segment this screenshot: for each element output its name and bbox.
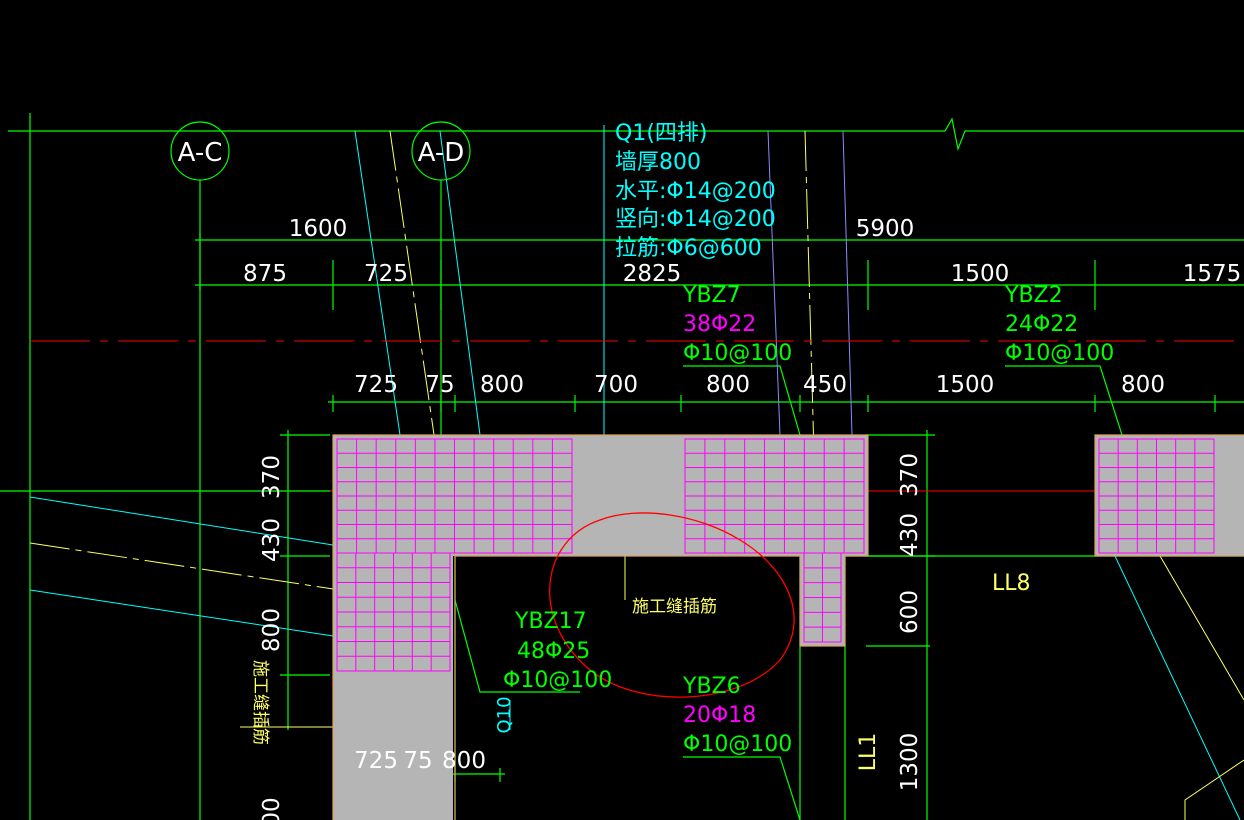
dim-left-430: 430: [259, 518, 285, 562]
revision-cloud: [549, 512, 795, 698]
column-tag-ybz7[interactable]: YBZ7 38Φ22 Φ10@100: [682, 283, 792, 366]
wall-vertical-rebar: 竖向:Φ14@200: [615, 207, 776, 232]
dim-700: 700: [594, 372, 638, 398]
dim-right-600: 600: [897, 590, 923, 634]
dim-725-a: 725: [364, 261, 408, 287]
axis-label-a-c: A-C: [178, 138, 223, 168]
beam-label-ll8: LL8: [992, 571, 1031, 596]
dim-bottom-725: 725: [354, 748, 398, 774]
column-stirrup: Φ10@100: [503, 668, 612, 693]
dim-left-370: 370: [259, 455, 285, 499]
dim-right-370: 370: [897, 453, 923, 497]
column-main-rebar: 24Φ22: [1005, 312, 1078, 337]
dimension-text: 1600 5900 875 725 2825 1500 1575 725 75 …: [243, 216, 1241, 820]
dim-left-partial: 00: [259, 797, 285, 820]
dim-1575: 1575: [1183, 261, 1242, 287]
axis-lines: [0, 113, 1244, 820]
dim-800-c: 800: [1121, 372, 1165, 398]
column-tag-ybz17[interactable]: YBZ17 48Φ25 Φ10@100: [503, 609, 612, 693]
column-name: YBZ7: [682, 283, 741, 308]
dim-bottom-800: 800: [442, 748, 486, 774]
dim-1600: 1600: [289, 216, 348, 242]
wall-note[interactable]: Q1(四排) 墙厚800 水平:Φ14@200 竖向:Φ14@200 拉筋:Φ6…: [615, 121, 776, 261]
blue-lines: [767, 130, 853, 436]
dim-right-430: 430: [897, 513, 923, 557]
rebar-cages: [336, 438, 1215, 672]
dim-2825: 2825: [623, 261, 682, 287]
construction-joint-label: 施工缝插筋: [632, 597, 717, 617]
construction-joint-vertical-label: 施工缝插筋: [250, 660, 270, 745]
column-main-rebar: 38Φ22: [683, 312, 756, 337]
axis-bubble-a-d[interactable]: A-D: [411, 121, 471, 181]
column-tag-ybz6[interactable]: YBZ6 20Φ18 Φ10@100: [682, 674, 792, 757]
dim-bottom-75: 75: [403, 748, 432, 774]
column-main-rebar: 20Φ18: [683, 703, 756, 728]
dim-450: 450: [803, 372, 847, 398]
wall-horizontal-rebar: 水平:Φ14@200: [615, 179, 776, 204]
dim-725-b: 725: [354, 372, 398, 398]
axis-bubble-a-c[interactable]: A-C: [170, 121, 230, 181]
wall-tie-rebar: 拉筋:Φ6@600: [615, 236, 762, 261]
dim-875: 875: [243, 261, 287, 287]
column-tag-ybz2[interactable]: YBZ2 24Φ22 Φ10@100: [1004, 283, 1114, 366]
wall-name: Q1(四排): [615, 121, 707, 146]
column-name: YBZ2: [1004, 283, 1063, 308]
column-stirrup: Φ10@100: [1005, 341, 1114, 366]
dim-right-1300: 1300: [897, 733, 923, 792]
column-stirrup: Φ10@100: [683, 341, 792, 366]
axis-label-a-d: A-D: [418, 138, 465, 168]
dim-800-a: 800: [480, 372, 524, 398]
column-name: YBZ6: [682, 674, 741, 699]
column-main-rebar: 48Φ25: [517, 639, 590, 664]
dim-1500-b: 1500: [936, 372, 995, 398]
dim-800-b: 800: [706, 372, 750, 398]
wall-thickness: 墙厚800: [615, 150, 701, 175]
beam-label-ll1: LL1: [856, 733, 881, 772]
cyan-lines: [29, 125, 1241, 820]
dim-1500-a: 1500: [951, 261, 1010, 287]
wall-label-q10: Q10: [494, 696, 515, 733]
column-name: YBZ17: [514, 609, 587, 634]
column-stirrup: Φ10@100: [683, 732, 792, 757]
dim-5900: 5900: [856, 216, 915, 242]
dim-left-800: 800: [259, 608, 285, 652]
dim-75: 75: [425, 372, 454, 398]
